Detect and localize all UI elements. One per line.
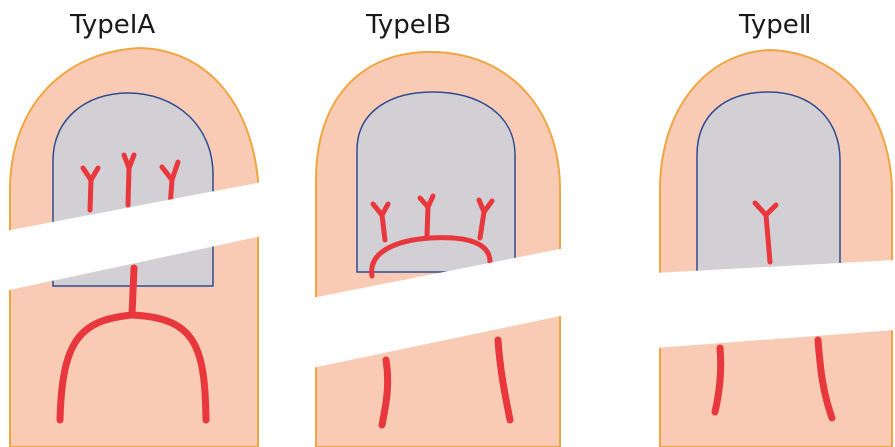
panel-type-2 — [660, 50, 892, 447]
nail-bed — [357, 92, 515, 272]
panel-type-1b — [316, 52, 560, 447]
